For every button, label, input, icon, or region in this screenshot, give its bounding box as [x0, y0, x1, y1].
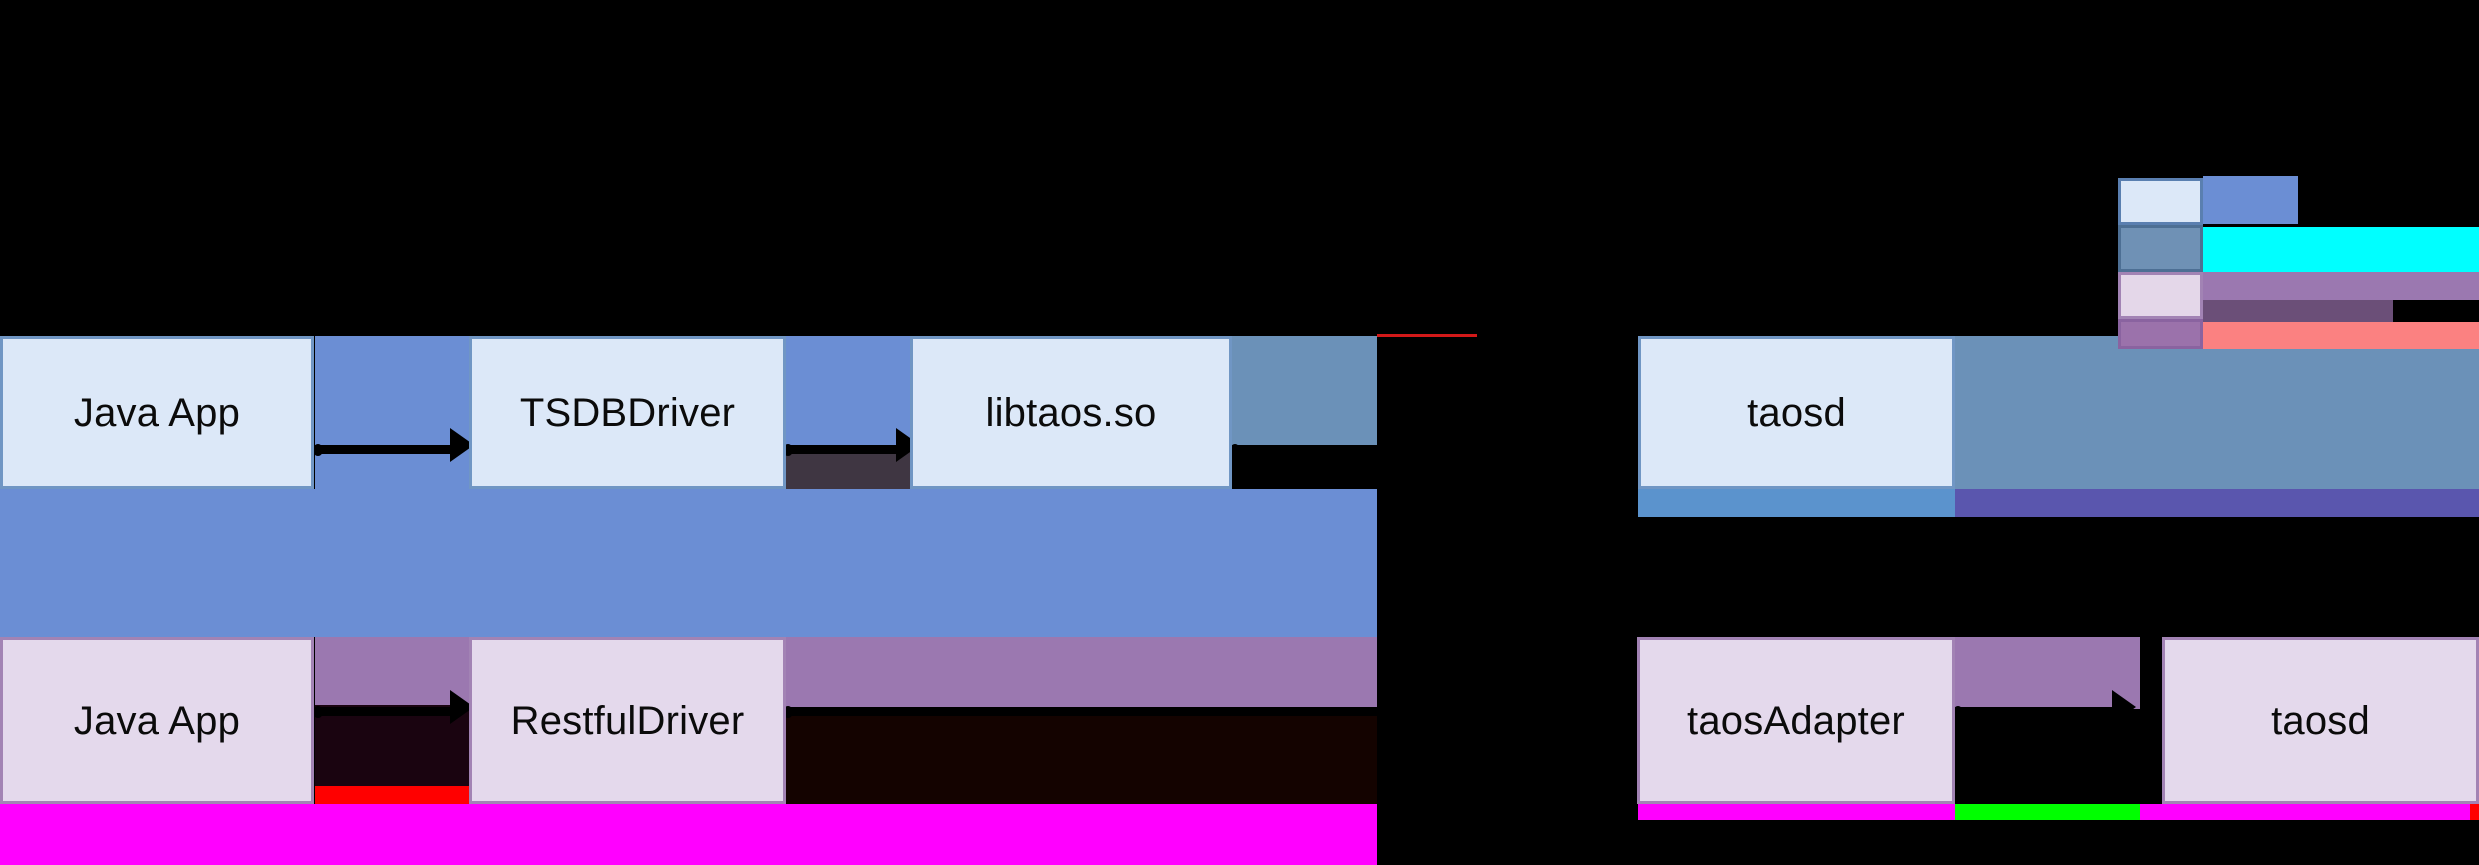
band-mid-indigo-right: [1955, 489, 2479, 517]
band-native-taosd-right: [1955, 336, 2479, 489]
band-rest-connector-2: [785, 637, 1377, 709]
band-rest-connector-1-dark: [315, 705, 470, 790]
node-label: Java App: [73, 698, 241, 743]
node-label: taosd: [1747, 390, 1846, 435]
band-native-connector-1: [315, 336, 470, 489]
arrow-line-rest-3: [1958, 707, 2118, 716]
arrow-line-native-3: [1235, 445, 1630, 454]
node-restfuldriver[interactable]: RestfulDriver: [469, 637, 786, 804]
legend-bar-0: [2203, 176, 2298, 224]
node-tsdbdriver[interactable]: TSDBDriver: [469, 336, 786, 489]
legend-bar-1: [2203, 227, 2479, 275]
node-taosd-native[interactable]: taosd: [1638, 336, 1955, 489]
node-taosadapter[interactable]: taosAdapter: [1637, 637, 1955, 804]
node-label: taosd: [2271, 698, 2370, 743]
node-label: TSDBDriver: [519, 390, 736, 435]
legend-swatch-1: [2118, 225, 2203, 272]
band-bottom-red-tip: [2470, 804, 2479, 820]
band-bottom-green: [1955, 804, 2140, 820]
arrow-head-rest-3: [2112, 690, 2136, 724]
legend-swatch-3: [2118, 319, 2203, 349]
legend-bar-2b: [2203, 300, 2393, 322]
node-label: RestfulDriver: [510, 698, 745, 743]
node-libtaos-so[interactable]: libtaos.so: [910, 336, 1232, 489]
band-bottom-magenta-left: [0, 804, 1377, 865]
node-java-app-rest[interactable]: Java App: [0, 637, 314, 804]
artifact-red-hairline: [1377, 334, 1477, 337]
legend-bar-3: [2203, 322, 2479, 349]
arrow-line-rest-1: [318, 707, 458, 716]
legend-bar-2: [2203, 272, 2479, 300]
legend-swatch-2: [2118, 272, 2203, 319]
arrow-head-native-3: [1614, 428, 1638, 462]
node-java-app-native[interactable]: Java App: [0, 336, 314, 489]
legend-swatch-0: [2118, 178, 2203, 225]
arrow-head-rest-2: [1607, 690, 1631, 724]
node-label: libtaos.so: [985, 390, 1157, 435]
arrow-line-rest-2: [788, 707, 1618, 716]
band-rest-connector-3-dark: [1955, 709, 2140, 804]
band-bottom-magenta-adapter: [1638, 804, 1955, 820]
arrow-line-native-2: [788, 445, 903, 454]
band-native-connector-2-top: [785, 336, 910, 446]
band-bottom-magenta-taosd: [2140, 804, 2470, 820]
band-rest-connector-1-red: [315, 786, 470, 804]
band-rest-connector-2-dark: [785, 709, 1377, 804]
arrow-line-native-1: [318, 445, 458, 454]
band-mid-blue-right: [1638, 489, 1955, 517]
band-native-connector-3: [1232, 336, 1377, 451]
node-label: Java App: [73, 390, 241, 435]
node-label: taosAdapter: [1687, 698, 1905, 743]
band-mid-blue: [0, 489, 1377, 637]
node-taosd-rest[interactable]: taosd: [2162, 637, 2479, 804]
